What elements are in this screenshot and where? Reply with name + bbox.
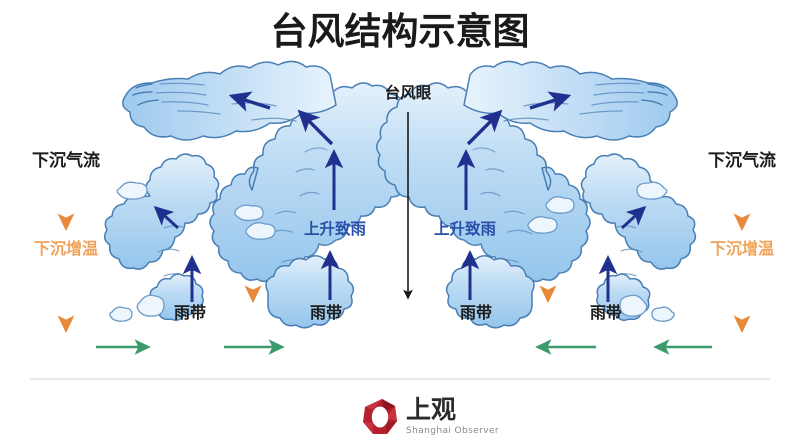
outflow-anvil-right-wisp [641,83,668,106]
subsidence-right: 下沉气流 下沉增温 [708,150,776,334]
cloud-fragment-c [545,196,575,214]
outflow-arrow-left-outer [228,91,271,112]
outflow-anvil-left [122,60,337,146]
cloud-fragment-g [651,306,675,322]
inflow-arrow-far-right-top [620,205,647,230]
cloud-fragment-f [136,294,165,317]
outflow-arrow-right-inner [466,109,503,146]
outflow-arrow-left-inner [297,109,334,146]
outer-rainband-far-right: 雨带 [580,153,697,322]
typhoon-eye: 台风眼 [385,83,432,300]
footer-logo[interactable]: 上观 Shanghai Observer [363,395,499,436]
updraft-rain-label-right: 上升致雨 [434,219,496,238]
cloud-fragment-i [116,181,148,200]
cloud-fragment-e [109,306,133,322]
logo-facet-3 [386,421,397,434]
outflow-arrow-right-outer [529,91,572,112]
subsidence-warming-label-left: 下沉增温 [34,239,98,258]
eyewall-tower-right-base-lobe [445,255,535,329]
outflow-anvil-left-wisp [132,83,159,106]
logo-facet-2 [386,406,397,421]
inflow-arrow-far-left-top [153,205,180,230]
footer-logo-en: Shanghai Observer [406,426,499,436]
subsidence-warming-label-right: 下沉增温 [710,239,774,258]
subsidence-flow-label-right: 下沉气流 [708,150,776,171]
outflow-anvil-right [463,60,678,146]
updraft-rain-label-left: 上升致雨 [304,219,366,238]
logo-facet-1 [382,399,395,412]
logo-inner-hole [371,406,389,428]
rainband-label-3: 雨带 [460,303,492,322]
logo-facet-4 [363,422,373,434]
outer-rainband-far-left: 雨带 [103,153,220,322]
eyewall-tower-left-base-lobe [265,255,355,329]
rainband-label-4: 雨带 [590,303,622,322]
subsidence-flow-label-left: 下沉气流 [32,150,100,171]
footer-logo-cn: 上观 [406,395,456,424]
cloud-fragment-h [619,294,648,317]
cloud-fragment-j [636,181,668,200]
shanghai-observer-mark-icon [363,399,397,434]
cloud-fragment-a [234,204,264,222]
cloud-fragment-d [527,216,558,234]
page-title: 台风结构示意图 [271,10,530,53]
cloud-fragment-b [245,222,276,240]
rainband-label-1: 雨带 [174,303,206,322]
rainband-label-2: 雨带 [310,303,342,322]
eye-label: 台风眼 [385,83,432,102]
logo-facet-5 [365,399,382,410]
subsidence-left: 下沉气流 下沉增温 [32,150,100,334]
cloud-fragments [109,181,675,322]
